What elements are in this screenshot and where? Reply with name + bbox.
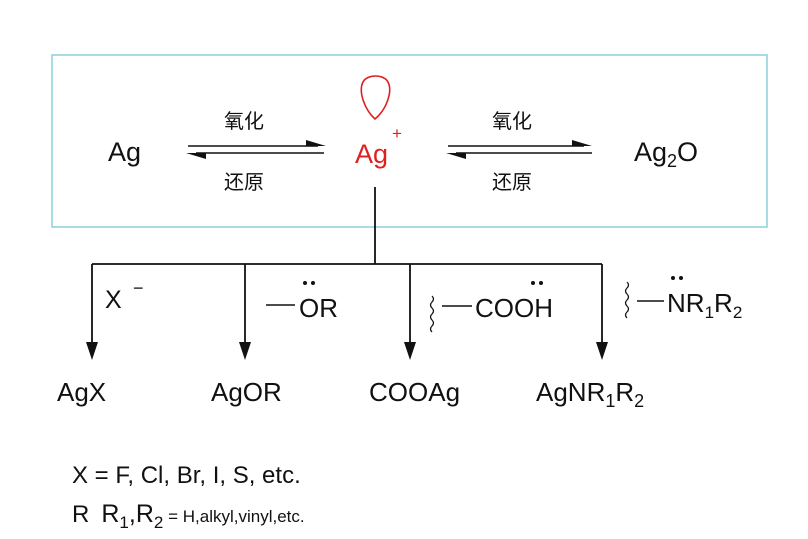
right-species-ag2o: Ag2O [634, 137, 698, 171]
arrowhead-agx [86, 342, 98, 360]
branch-lines [91, 187, 603, 346]
center-species-ag-ion: Ag [355, 139, 388, 169]
arrowhead-agnr [596, 342, 608, 360]
orbital-lobe-icon [360, 75, 391, 121]
left-oxidation-label: 氧化 [224, 109, 264, 133]
arrowhead-agor [239, 342, 251, 360]
left-species-ag: Ag [108, 137, 141, 167]
carboxylic-wavy-bond [429, 295, 435, 333]
reagent-carboxylic: COOH [475, 293, 553, 323]
left-reduction-label: 还原 [224, 170, 264, 194]
redox-frame [51, 54, 768, 228]
product-cooag: COOAg [369, 377, 460, 407]
center-species-charge: + [392, 124, 402, 143]
right-reduction-label: 还原 [492, 170, 532, 194]
reagent-alkoxide: OR [299, 293, 338, 323]
carboxylic-lone-pair-2 [539, 281, 543, 285]
carboxylic-lone-pair [531, 281, 535, 285]
reagent-halide: X [105, 286, 122, 314]
alkoxide-lone-pair [303, 281, 307, 285]
left-equilibrium-arrows [186, 140, 326, 159]
legend-halide-definition: X = F, Cl, Br, I, S, etc. [72, 462, 301, 489]
amine-lone-pair [671, 276, 675, 280]
right-oxidation-label: 氧化 [492, 109, 532, 133]
amine-lone-pair-2 [679, 276, 683, 280]
reagent-amine: NR1R2 [667, 288, 742, 322]
reagent-halide-charge: − [133, 278, 144, 298]
product-agx: AgX [57, 377, 106, 407]
product-agor: AgOR [211, 377, 282, 407]
arrowhead-cooag [404, 342, 416, 360]
alkoxide-lone-pair-2 [311, 281, 315, 285]
amine-wavy-bond [624, 281, 630, 319]
right-equilibrium-arrows [446, 140, 592, 159]
branch-arrowheads [86, 342, 608, 360]
product-agnr1r2: AgNR1R2 [536, 377, 644, 411]
